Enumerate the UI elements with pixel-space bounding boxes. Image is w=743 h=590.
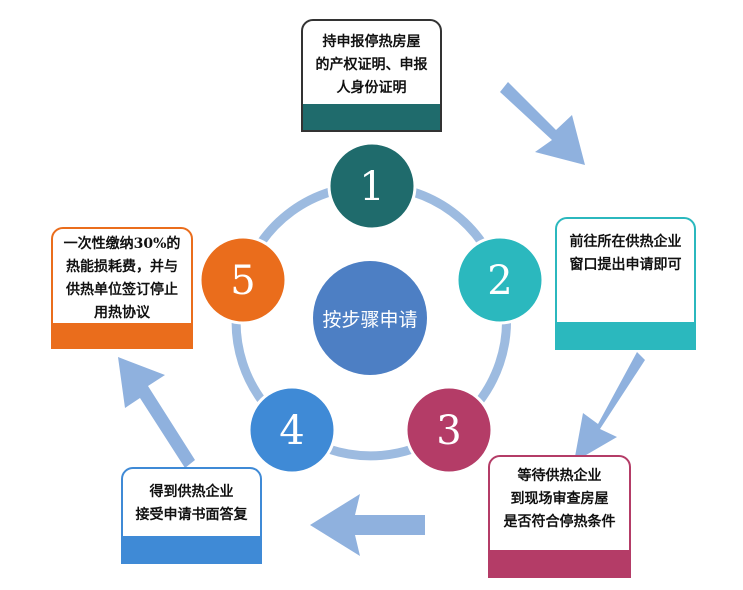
- arrow-box4-to-box5: [118, 357, 195, 468]
- step-box-1: 持申报停热房屋 的产权证明、申报 人身份证明: [301, 19, 442, 132]
- step-number-4: 4: [279, 408, 304, 454]
- step-circle-4: 4: [247, 385, 337, 475]
- arrow-box2-to-box3: [574, 352, 645, 462]
- arrow-box3-to-box4: [310, 494, 425, 556]
- step-text-5: 一次性缴纳30%的 热能损耗费，并与 供热单位签订停止 用热协议: [63, 236, 181, 321]
- arrow-box1-to-box2: [500, 82, 585, 165]
- center-label: 按步骤申请: [322, 309, 417, 331]
- step-bar-1: [303, 104, 440, 130]
- step-bar-3: [490, 550, 629, 576]
- step-circle-1: 1: [327, 141, 417, 231]
- step-bar-5: [53, 323, 191, 347]
- step-text-2: 前往所在供热企业 窗口提出申请即可: [569, 234, 682, 273]
- step-box-3: 等待供热企业 到现场审查房屋 是否符合停热条件: [488, 455, 631, 578]
- step-box-4: 得到供热企业 接受申请书面答复: [121, 467, 262, 564]
- step-box-2: 前往所在供热企业 窗口提出申请即可: [555, 217, 696, 350]
- center-circle: [313, 261, 427, 375]
- step-number-5: 5: [230, 258, 255, 304]
- step-text-1: 持申报停热房屋 的产权证明、申报 人身份证明: [315, 34, 428, 96]
- step-number-2: 2: [487, 258, 512, 304]
- flow-arrows: [118, 82, 645, 556]
- step-box-5: 一次性缴纳30%的 热能损耗费，并与 供热单位签订停止 用热协议: [51, 227, 193, 349]
- step-text-3: 等待供热企业 到现场审查房屋 是否符合停热条件: [503, 468, 616, 530]
- step-circle-5: 5: [198, 235, 288, 325]
- step-bar-4: [123, 536, 260, 562]
- step-circle-2: 2: [455, 235, 545, 325]
- step-circle-3: 3: [404, 385, 494, 475]
- step-number-1: 1: [359, 164, 384, 210]
- step-bar-2: [557, 322, 694, 348]
- step-number-3: 3: [436, 408, 461, 454]
- step-text-4: 得到供热企业 接受申请书面答复: [135, 484, 248, 523]
